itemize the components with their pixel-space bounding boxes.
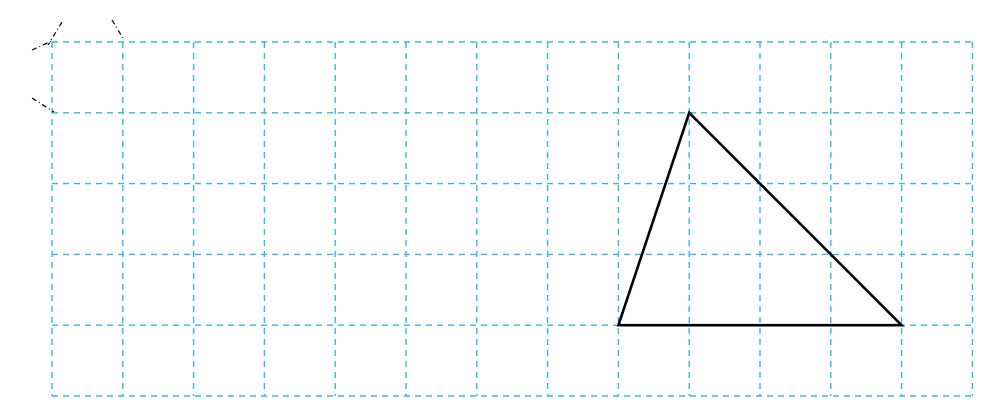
grid	[51, 41, 974, 397]
corner-mark	[31, 39, 55, 51]
corner-mark	[111, 19, 125, 41]
corner-marks	[31, 19, 125, 113]
triangle	[616, 110, 905, 327]
shape-layer	[616, 110, 905, 327]
corner-mark	[47, 21, 63, 46]
corner-mark	[31, 97, 55, 113]
